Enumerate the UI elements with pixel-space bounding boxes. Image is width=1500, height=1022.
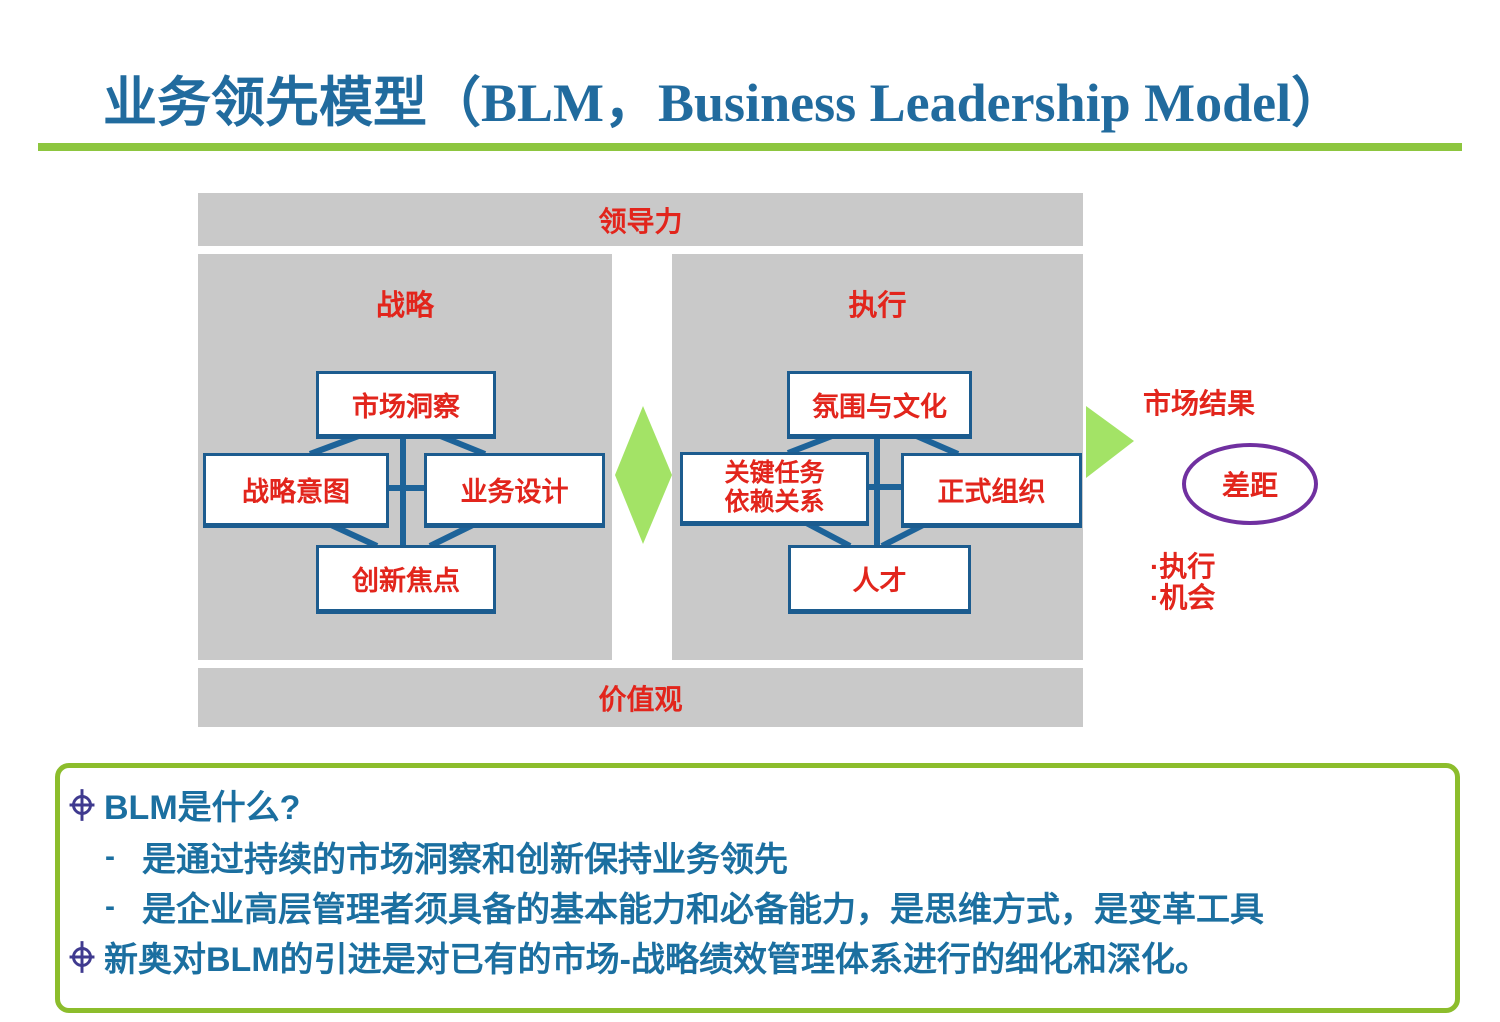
- node-climate-culture-label: 氛围与文化: [812, 391, 947, 422]
- node-key-tasks-line1: 关键任务: [724, 458, 825, 487]
- note-line-2: - 是通过持续的市场洞察和创新保持业务领先: [98, 832, 788, 881]
- node-formal-organization-label: 正式组织: [937, 477, 1046, 507]
- values-label: 价值观: [598, 683, 683, 715]
- strategy-label: 战略: [375, 290, 434, 322]
- node-market-insight-label: 市场洞察: [352, 391, 460, 422]
- node-climate-culture: 氛围与文化: [787, 371, 972, 439]
- leadership-label: 领导力: [598, 205, 683, 237]
- execution-label: 执行: [848, 290, 907, 322]
- compass-bullet-icon: [69, 940, 95, 973]
- note-line-1-text: BLM是什么?: [104, 789, 301, 827]
- node-formal-organization: 正式组织: [901, 453, 1082, 528]
- node-strategic-intent: 战略意图: [203, 453, 389, 528]
- arrow-right-shape: [1086, 406, 1134, 478]
- node-strategic-intent-label: 战略意图: [242, 477, 350, 507]
- diamond-shape: [615, 406, 672, 544]
- node-innovation-focus: 创新焦点: [316, 545, 496, 614]
- result-bullets: ·执行 ·机会: [1150, 551, 1215, 613]
- note-line-2-text: 是通过持续的市场洞察和创新保持业务领先: [142, 841, 788, 879]
- note-line-1: BLM是什么?: [68, 780, 300, 829]
- compass-bullet-icon: [69, 788, 95, 821]
- market-result-label: 市场结果: [1143, 388, 1256, 419]
- node-business-design: 业务设计: [424, 453, 605, 528]
- node-key-tasks: 关键任务 依赖关系: [680, 452, 869, 526]
- result-bullet-execution: ·执行: [1150, 551, 1216, 582]
- dash-bullet: -: [105, 839, 115, 873]
- node-talent-label: 人才: [852, 566, 907, 596]
- page-title: 业务领先模型（BLM，Business Leadership Model）: [103, 73, 1346, 133]
- dash-bullet: -: [105, 889, 115, 923]
- node-market-insight: 市场洞察: [316, 371, 496, 439]
- note-line-4: 新奥对BLM的引进是对已有的市场-战略绩效管理体系进行的细化和深化。: [68, 932, 1209, 981]
- node-business-design-label: 业务设计: [460, 477, 569, 507]
- note-line-3-text: 是企业高层管理者须具备的基本能力和必备能力，是思维方式，是变革工具: [142, 891, 1264, 929]
- node-innovation-focus-label: 创新焦点: [352, 566, 460, 596]
- leadership-bar: 领导力: [198, 193, 1083, 246]
- note-line-4-text: 新奥对BLM的引进是对已有的市场-战略绩效管理体系进行的细化和深化。: [104, 941, 1209, 979]
- notes-panel: BLM是什么? - 是通过持续的市场洞察和创新保持业务领先 - 是企业高层管理者…: [55, 763, 1460, 1013]
- gap-ellipse: 差距: [1182, 443, 1318, 525]
- result-bullet-opportunity: ·机会: [1150, 582, 1216, 613]
- gap-label: 差距: [1221, 470, 1278, 501]
- note-line-3: - 是企业高层管理者须具备的基本能力和必备能力，是思维方式，是变革工具: [98, 882, 1264, 931]
- values-bar: 价值观: [198, 668, 1083, 727]
- title-underline: [38, 143, 1462, 151]
- node-key-tasks-line2: 依赖关系: [724, 488, 825, 516]
- node-talent: 人才: [788, 545, 971, 614]
